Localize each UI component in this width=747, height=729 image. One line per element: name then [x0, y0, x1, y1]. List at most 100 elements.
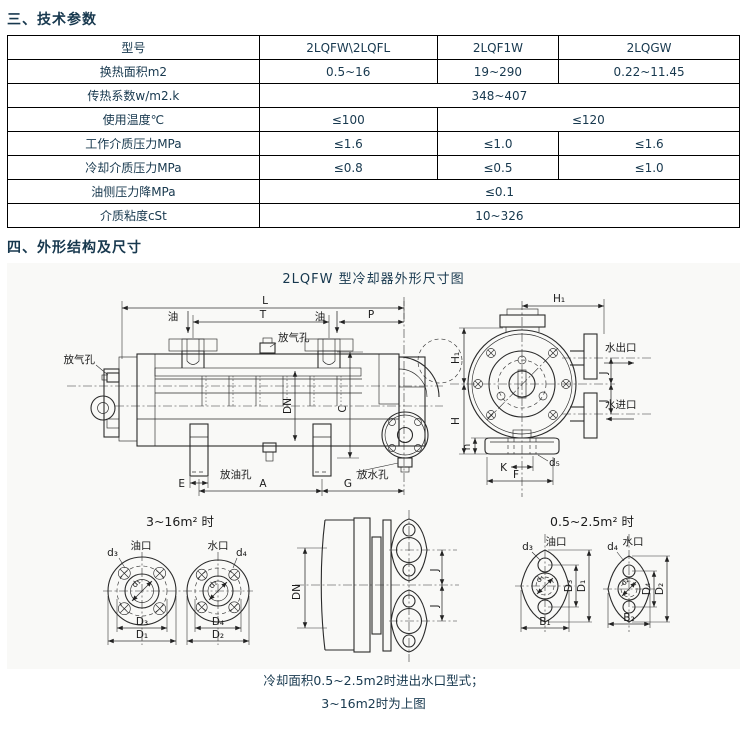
table-cell: 348~407 [258, 83, 741, 108]
water-outlet-label: 水出口 [605, 341, 637, 354]
section-3-heading: 三、技术参数 [7, 12, 97, 28]
table-row: 型号 2LQFW\2LQFL 2LQF1W 2LQGW [7, 35, 740, 60]
dim-label-d1: d₁ [130, 577, 142, 589]
dim-label-B2: B₂ [623, 612, 634, 624]
flange-bolts [473, 348, 571, 420]
row-header: 型号 [7, 35, 260, 60]
water-flange-bolts [195, 568, 241, 614]
table-row: 工作介质压力MPa ≤1.6 ≤1.0 ≤1.6 [7, 131, 740, 156]
row-header: 油侧压力降MPa [7, 179, 260, 204]
dim-label-h: h [461, 444, 473, 451]
row-header: 介质粘度cSt [7, 203, 260, 228]
dim-label-d3: d₃ [107, 547, 118, 559]
table-cell: 2LQFW\2LQFL [258, 35, 438, 60]
dim-label-F: F [513, 469, 519, 481]
dim-label-d2-small: d₂ [619, 576, 631, 588]
dim-label-D1-small: D₁ [576, 580, 588, 592]
row-header: 传热系数w/m2.k [7, 83, 260, 108]
detail-side-view: DN J [291, 510, 459, 662]
table-cell: ≤1.0 [436, 131, 560, 156]
dim-label-J-upper: J [598, 371, 610, 375]
table-cell: 2LQF1W [436, 35, 560, 60]
dim-label-d4: d₄ [236, 547, 247, 559]
dim-label-H: H [450, 417, 462, 425]
oil-port-left [168, 338, 218, 368]
oil-drain-label: 放油孔 [220, 468, 252, 481]
table-row: 换热面积m2 0.5~16 19~290 0.22~11.45 [7, 59, 740, 84]
row-header: 换热面积m2 [7, 59, 260, 84]
figure-note-line1: 冷却面积0.5~2.5m2时进出水口型式； [263, 673, 484, 688]
detail-small-range: 0.5~2.5m² 时 油口 水口 d₁ d₃ D₃ [515, 514, 670, 632]
table-cell: ≤1.0 [558, 155, 740, 180]
detail-large-range: 3~16m² 时 油口 水口 d₁ d₃ [103, 514, 253, 645]
oil-label-right: 油 [315, 310, 326, 323]
dim-label-B1: B₁ [539, 616, 550, 628]
dim-label-C: C [337, 405, 349, 412]
dim-label-d2: d₂ [207, 578, 219, 590]
end-view: 水出口 水进口 J J H₁ H₁ H [450, 293, 652, 497]
tech-params-table: 型号 2LQFW\2LQFL 2LQF1W 2LQGW 换热面积m2 0.5~1… [7, 35, 741, 228]
figure-caption: 2LQFW 型冷却器外形尺寸图 [282, 272, 465, 287]
dim-label-D3: D₃ [136, 616, 148, 628]
dim-label-T: T [259, 309, 267, 321]
dim-label-E: E [178, 478, 185, 490]
table-cell: ≤0.8 [258, 155, 438, 180]
dim-label-H1-left: H₁ [450, 352, 462, 364]
dim-label-d4-small: d₄ [607, 541, 618, 553]
range-small-title: 0.5~2.5m² 时 [550, 514, 634, 529]
table-cell: ≤1.6 [258, 131, 438, 156]
table-cell: 0.22~11.45 [558, 59, 740, 84]
dim-label-d1-small: d₁ [534, 573, 546, 585]
dim-label-DN: DN [282, 398, 294, 414]
side-view: 放气孔 [64, 295, 463, 496]
table-row: 介质粘度cSt 10~326 [7, 203, 741, 228]
dim-label-D3-small: D₃ [563, 580, 575, 592]
dim-label-d5: d₅ [549, 457, 560, 469]
table-cell: ≤100 [258, 107, 438, 132]
dim-label-G: G [344, 478, 352, 490]
water-port-label-small: 水口 [623, 536, 644, 548]
oil-port-label-small: 油口 [546, 535, 567, 548]
table-cell: 0.5~16 [258, 59, 438, 84]
oil-port-right [304, 338, 354, 368]
dim-label-D2: D₂ [212, 629, 224, 641]
table-cell: 10~326 [258, 203, 741, 228]
dim-label-L: L [262, 295, 268, 307]
dim-label-D2-small: D₂ [654, 583, 666, 595]
oil-port-label: 油口 [131, 539, 152, 552]
dim-label-K: K [500, 462, 508, 474]
table-cell: 19~290 [436, 59, 560, 84]
row-header: 使用温度℃ [7, 107, 260, 132]
table-cell: ≤120 [436, 107, 741, 132]
figure-notes: 冷却面积0.5~2.5m2时进出水口型式； 3~16m2时为上图 [7, 669, 740, 719]
oil-label-left: 油 [168, 310, 179, 323]
dim-label-A: A [259, 478, 267, 490]
dim-label-D4: D₄ [212, 616, 224, 628]
dim-label-J-lower: J [598, 399, 610, 403]
table-cell: ≤0.5 [436, 155, 560, 180]
oil-flange-bolts [117, 566, 167, 616]
row-header: 冷却介质压力MPa [7, 155, 260, 180]
table-cell: ≤0.1 [258, 179, 741, 204]
dim-label-D4-small: D₄ [641, 583, 653, 595]
dimension-figure: 2LQFW 型冷却器外形尺寸图 [7, 263, 740, 719]
dim-label-D1: D₁ [136, 629, 148, 641]
table-row: 油侧压力降MPa ≤0.1 [7, 179, 741, 204]
figure-note-line2: 3~16m2时为上图 [321, 696, 426, 711]
table-row: 传热系数w/m2.k 348~407 [7, 83, 741, 108]
table-cell: ≤1.6 [558, 131, 740, 156]
dim-label-P: P [368, 309, 374, 321]
port-detail-drawing: 3~16m² 时 油口 水口 d₁ d₃ [103, 510, 670, 662]
cooler-main-drawing: 放气孔 [64, 293, 652, 497]
dim-label-J-detail-upper: J [429, 568, 441, 572]
water-port-label: 水口 [208, 540, 229, 552]
vent-label-left: 放气孔 [64, 353, 96, 366]
dim-label-H1-top: H₁ [553, 293, 565, 305]
dim-label-J-detail-lower: J [429, 604, 441, 608]
table-row: 冷却介质压力MPa ≤0.8 ≤0.5 ≤1.0 [7, 155, 740, 180]
dim-label-d3-small: d₃ [522, 541, 533, 553]
table-row: 使用温度℃ ≤100 ≤120 [7, 107, 741, 132]
dim-label-DN-detail: DN [291, 584, 303, 600]
section-4-heading: 四、外形结构及尺寸 [7, 240, 142, 256]
